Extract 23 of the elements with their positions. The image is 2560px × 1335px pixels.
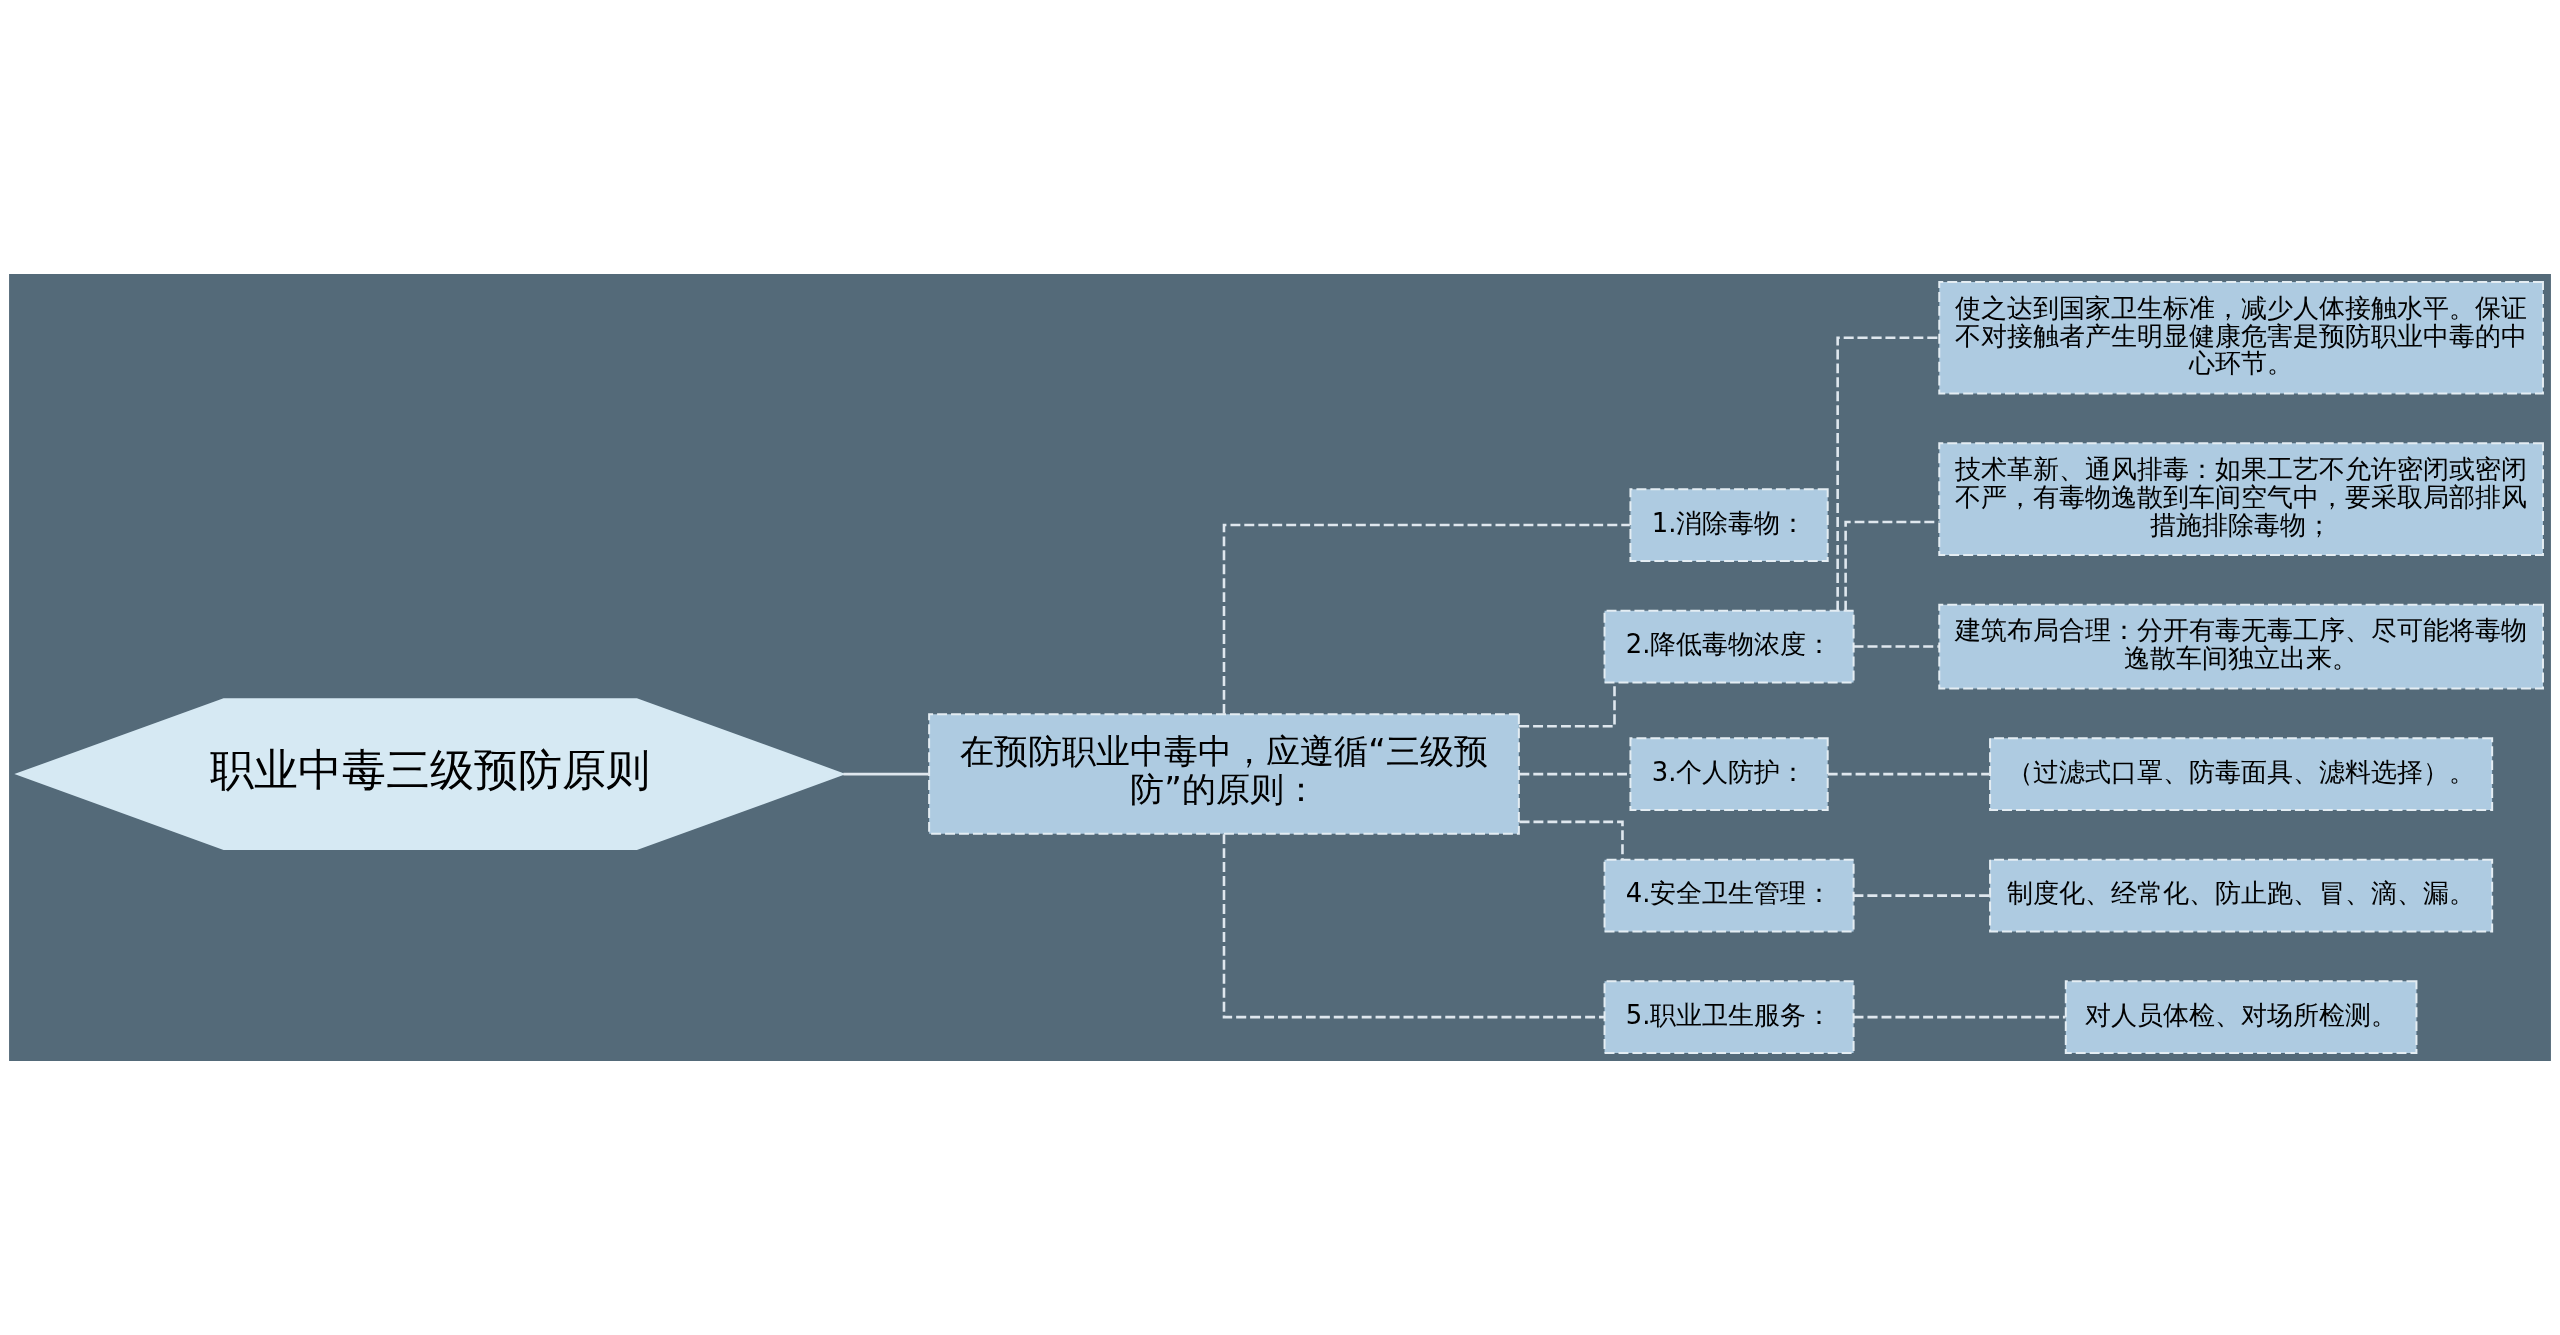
connector (1853, 1015, 2066, 1019)
node-box: 在预防职业中毒中，应遵循“三级预防”的原则： (928, 713, 1520, 835)
connector (1827, 772, 1990, 776)
connector (1844, 520, 1939, 611)
node-box: 4.安全卫生管理： (1603, 858, 1855, 933)
node-box: 建筑布局合理：分开有毒无毒工序、尽可能将毒物逸散车间独立出来。 (1938, 603, 2544, 690)
connector (1853, 894, 1990, 897)
node-box: 3.个人防护： (1629, 737, 1829, 811)
node-box: 1.消除毒物： (1629, 488, 1829, 562)
connector (1222, 834, 1605, 1019)
connector (843, 772, 929, 776)
connector (1519, 772, 1630, 776)
node-box: 制度化、经常化、防止跑、冒、滴、漏。 (1989, 858, 2494, 933)
node-box: 技术革新、通风排毒：如果工艺不允许密闭或密闭不严，有毒物逸散到车间空气中，要采取局部排风措施排除毒物； (1938, 442, 2544, 556)
node-box: 使之达到国家卫生标准，减少人体接触水平。保证不对接触者产生明显健康危害是预防职业中毒的中心环节。 (1938, 280, 2544, 395)
connector (1836, 336, 1939, 611)
connector (1519, 820, 1624, 860)
node-box: 2.降低毒物浓度： (1603, 609, 1855, 684)
node-box: 对人员体检、对场所检测。 (2064, 980, 2418, 1055)
node-box: （过滤式口罩、防毒面具、滤料选择）。 (1989, 737, 2494, 811)
connector (1853, 645, 1940, 648)
node-box: 5.职业卫生服务： (1603, 980, 1855, 1055)
connector (1222, 523, 1630, 714)
